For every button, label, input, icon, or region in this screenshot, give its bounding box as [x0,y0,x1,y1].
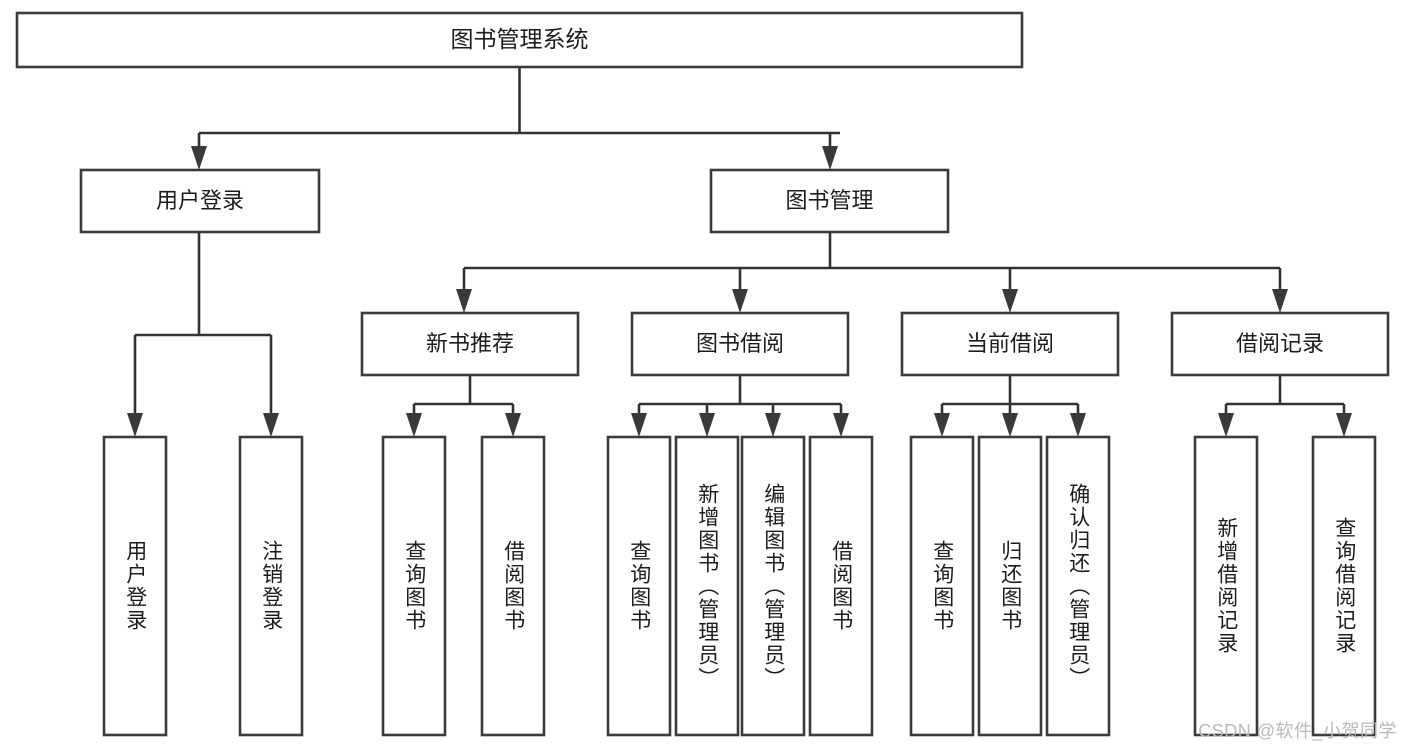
leaf-box-query-borrow-record[interactable] [1311,435,1377,737]
arrow-head-book-borrow-leaf3 [765,413,781,437]
edge-group-current-borrow-to-leaves [934,375,1086,437]
node-user-login[interactable] [79,168,321,234]
arrow-head-borrow-record-leaf1 [1218,413,1234,437]
arrow-head-new-book-leaf2 [505,413,521,437]
node-new-book-recommend[interactable] [360,311,580,377]
arrow-head-current-borrow [1002,289,1018,313]
node-current-borrow-label: 当前借阅 [966,331,1054,356]
node-book-borrow[interactable] [630,311,850,377]
arrow-head-book-borrow-leaf2 [699,413,715,437]
arrow-head-new-book-leaf1 [406,413,422,437]
arrow-head-user-login [191,146,207,170]
leaf-box-query-book-borrow[interactable] [606,435,672,737]
watermark: CSDN @软件_小贺同学 [1198,721,1397,741]
arrow-head-current-borrow-leaf3 [1070,413,1086,437]
node-root-label: 图书管理系统 [451,26,589,52]
node-borrow-record[interactable] [1170,311,1390,377]
leaf-box-user-login[interactable] [102,435,168,737]
leaf-box-logout[interactable] [238,435,304,737]
leaf-box-borrow-book[interactable] [808,435,874,737]
leaf-box-add-borrow-record[interactable] [1193,435,1259,737]
leaf-box-return-book[interactable] [977,435,1043,737]
arrow-head-current-borrow-leaf2 [1002,413,1018,437]
node-borrow-record-label: 借阅记录 [1236,331,1324,356]
arrow-head-book-mgmt [822,146,838,170]
arrow-head-new-book [456,289,472,313]
leaf-box-add-book-admin[interactable] [674,435,740,737]
arrow-head-leaf-user-login [127,413,143,437]
arrow-head-current-borrow-leaf1 [934,413,950,437]
leaf-box-query-book-newbook[interactable] [381,435,447,737]
edge-group-root-to-level2 [191,67,840,170]
node-user-login-label: 用户登录 [156,188,244,213]
edge-group-user-login-to-leaves [127,232,279,437]
leaf-box-borrow-book-newbook[interactable] [480,435,546,737]
edge-group-book-borrow-to-leaves [631,375,849,437]
node-book-management[interactable] [709,168,950,234]
edge-group-borrow-record-to-leaves [1218,375,1352,437]
arrow-head-book-borrow-leaf1 [631,413,647,437]
node-current-borrow[interactable] [900,311,1120,377]
leaf-box-query-book-current[interactable] [909,435,975,737]
leaf-box-confirm-return-admin[interactable] [1045,435,1111,737]
edge-group-book-mgmt-to-level3 [456,232,1288,313]
node-book-management-label: 图书管理 [785,188,873,213]
arrow-head-borrow-record-leaf2 [1336,413,1352,437]
node-new-book-recommend-label: 新书推荐 [426,331,514,356]
leaf-box-edit-book-admin[interactable] [740,435,806,737]
arrow-head-leaf-logout [263,413,279,437]
arrow-head-borrow-record [1272,289,1288,313]
edge-group-new-book-to-leaves [406,375,521,437]
arrow-head-book-borrow [732,289,748,313]
node-book-borrow-label: 图书借阅 [696,331,784,356]
arrow-head-book-borrow-leaf4 [833,413,849,437]
node-root[interactable] [15,11,1024,69]
